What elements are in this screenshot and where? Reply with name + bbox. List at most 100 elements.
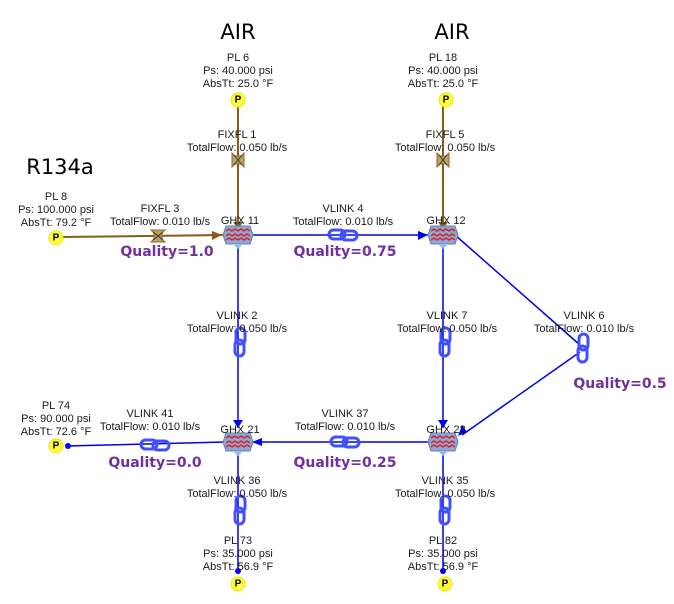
vlink6-icon[interactable] bbox=[576, 332, 590, 364]
link-name: VLINK 41 bbox=[126, 408, 174, 420]
arrow-icon bbox=[252, 438, 262, 446]
vlink2-label: VLINK 2 TotalFlow: 0.050 lb/s bbox=[187, 310, 287, 336]
pl8-label: PL 8 Ps: 100.000 psi AbsTt: 79.2 °F bbox=[18, 191, 94, 230]
link-name: FIXFL 1 bbox=[217, 129, 257, 141]
arrow-icon bbox=[418, 231, 428, 240]
ghx21-label: GHX 21 bbox=[220, 424, 260, 436]
ghx12-heat-exchanger-icon[interactable] bbox=[427, 225, 459, 249]
fixfl5-label: FIXFL 5 TotalFlow: 0.050 lb/s bbox=[395, 129, 495, 155]
node-name: PL 82 bbox=[428, 535, 458, 547]
link-flow: TotalFlow: 0.010 lb/s bbox=[99, 421, 201, 433]
vlink7-icon[interactable] bbox=[438, 326, 452, 358]
fluid-label-air: AIR bbox=[434, 20, 470, 44]
link-flow: TotalFlow: 0.010 lb/s bbox=[294, 421, 396, 433]
pipe-ghx21-pl74[interactable] bbox=[65, 441, 226, 447]
endpoint-dot bbox=[440, 568, 446, 574]
pl82-pressure-node[interactable]: P bbox=[437, 576, 453, 592]
vlink7-label: VLINK 7 TotalFlow: 0.050 lb/s bbox=[397, 310, 497, 336]
link-name: VLINK 37 bbox=[321, 408, 369, 420]
link-name: VLINK 4 bbox=[322, 203, 364, 215]
quality-annotation: Quality=1.0 bbox=[120, 244, 214, 260]
quality-annotation: Quality=0.75 bbox=[293, 244, 397, 260]
arrow-icon bbox=[438, 420, 448, 428]
vlink36-icon[interactable] bbox=[233, 494, 247, 526]
link-name: VLINK 35 bbox=[421, 475, 469, 487]
node-pressure: Ps: 90.000 psi bbox=[21, 413, 91, 425]
endpoint-dot bbox=[65, 443, 71, 449]
node-name: PL 73 bbox=[223, 535, 253, 547]
quality-annotation: Quality=0.25 bbox=[293, 455, 397, 471]
node-pressure: Ps: 100.000 psi bbox=[18, 204, 94, 216]
link-name: VLINK 2 bbox=[216, 310, 258, 322]
fixfl5-valve-icon[interactable] bbox=[436, 151, 450, 169]
pl18-label: PL 18 Ps: 40.000 psi AbsTt: 25.0 °F bbox=[408, 52, 478, 91]
arrow-icon bbox=[458, 425, 467, 436]
pl6-label: PL 6 Ps: 40.000 psi AbsTt: 25.0 °F bbox=[203, 52, 273, 91]
node-temperature: AbsTt: 56.9 °F bbox=[407, 561, 479, 573]
node-pressure: Ps: 35.000 psi bbox=[203, 548, 273, 560]
pl82-label: PL 82 Ps: 35.000 psi AbsTt: 56.9 °F bbox=[408, 535, 478, 574]
fluid-label-r134a: R134a bbox=[26, 155, 94, 179]
vlink4-icon[interactable] bbox=[327, 228, 359, 242]
pipe-vlink6-ghx22[interactable] bbox=[461, 351, 581, 436]
node-pressure: Ps: 40.000 psi bbox=[408, 65, 478, 77]
vlink36-label: VLINK 36 TotalFlow: 0.050 lb/s bbox=[187, 475, 287, 501]
node-temperature: AbsTt: 25.0 °F bbox=[407, 78, 479, 90]
vlink4-label: VLINK 4 TotalFlow: 0.010 lb/s bbox=[293, 203, 393, 229]
ghx22-heat-exchanger-icon[interactable] bbox=[427, 432, 459, 456]
fixfl1-valve-icon[interactable] bbox=[231, 151, 245, 169]
vlink6-label: VLINK 6 TotalFlow: 0.010 lb/s bbox=[534, 310, 634, 336]
link-name: FIXFL 3 bbox=[140, 203, 180, 215]
pl74-pressure-node[interactable]: P bbox=[48, 438, 64, 454]
node-temperature: AbsTt: 79.2 °F bbox=[20, 217, 92, 229]
pl73-pressure-node[interactable]: P bbox=[230, 576, 246, 592]
fixfl3-valve-icon[interactable] bbox=[149, 229, 167, 243]
pipe-pl8-ghx11[interactable] bbox=[61, 234, 226, 238]
ghx21-heat-exchanger-icon[interactable] bbox=[222, 432, 254, 456]
node-temperature: AbsTt: 25.0 °F bbox=[202, 78, 274, 90]
vlink37-icon[interactable] bbox=[329, 435, 361, 449]
vlink37-label: VLINK 37 TotalFlow: 0.010 lb/s bbox=[295, 408, 395, 434]
link-flow: TotalFlow: 0.050 lb/s bbox=[394, 488, 496, 500]
link-flow: TotalFlow: 0.050 lb/s bbox=[186, 488, 288, 500]
pl18-pressure-node[interactable]: P bbox=[438, 92, 454, 108]
fixfl1-label: FIXFL 1 TotalFlow: 0.050 lb/s bbox=[187, 129, 287, 155]
vlink41-label: VLINK 41 TotalFlow: 0.010 lb/s bbox=[100, 408, 200, 434]
vlink35-label: VLINK 35 TotalFlow: 0.050 lb/s bbox=[395, 475, 495, 501]
node-temperature: AbsTt: 56.9 °F bbox=[202, 561, 274, 573]
link-flow: TotalFlow: 0.050 lb/s bbox=[394, 142, 496, 154]
link-flow: TotalFlow: 0.050 lb/s bbox=[186, 142, 288, 154]
node-name: PL 6 bbox=[226, 52, 250, 64]
link-flow: TotalFlow: 0.010 lb/s bbox=[292, 216, 394, 228]
endpoint-dot bbox=[235, 568, 241, 574]
ghx12-label: GHX 12 bbox=[426, 215, 466, 227]
vlink2-icon[interactable] bbox=[233, 326, 247, 358]
link-flow: TotalFlow: 0.050 lb/s bbox=[396, 323, 498, 335]
ghx11-label: GHX 11 bbox=[220, 215, 260, 227]
link-name: VLINK 7 bbox=[426, 310, 468, 322]
pl8-pressure-node[interactable]: P bbox=[48, 230, 64, 246]
pl74-label: PL 74 Ps: 90.000 psi AbsTt: 72.6 °F bbox=[21, 400, 91, 439]
pl73-label: PL 73 Ps: 35.000 psi AbsTt: 56.9 °F bbox=[203, 535, 273, 574]
link-name: VLINK 36 bbox=[213, 475, 261, 487]
quality-annotation: Quality=0.0 bbox=[108, 455, 202, 471]
node-name: PL 8 bbox=[44, 191, 68, 203]
link-name: VLINK 6 bbox=[563, 310, 605, 322]
vlink35-icon[interactable] bbox=[438, 494, 452, 526]
ghx11-heat-exchanger-icon[interactable] bbox=[222, 225, 254, 249]
node-name: PL 18 bbox=[428, 52, 458, 64]
arrow-icon bbox=[233, 420, 243, 428]
link-flow: TotalFlow: 0.050 lb/s bbox=[186, 323, 288, 335]
pipe-ghx12-vlink6[interactable] bbox=[454, 234, 581, 346]
fluid-label-air: AIR bbox=[220, 20, 256, 44]
fixfl3-label: FIXFL 3 TotalFlow: 0.010 lb/s bbox=[110, 203, 210, 229]
vlink41-icon[interactable] bbox=[139, 438, 171, 452]
link-name: FIXFL 5 bbox=[425, 129, 465, 141]
node-pressure: Ps: 35.000 psi bbox=[408, 548, 478, 560]
node-temperature: AbsTt: 72.6 °F bbox=[20, 426, 92, 438]
link-flow: TotalFlow: 0.010 lb/s bbox=[533, 323, 635, 335]
pl6-pressure-node[interactable]: P bbox=[230, 92, 246, 108]
node-name: PL 74 bbox=[41, 400, 71, 412]
